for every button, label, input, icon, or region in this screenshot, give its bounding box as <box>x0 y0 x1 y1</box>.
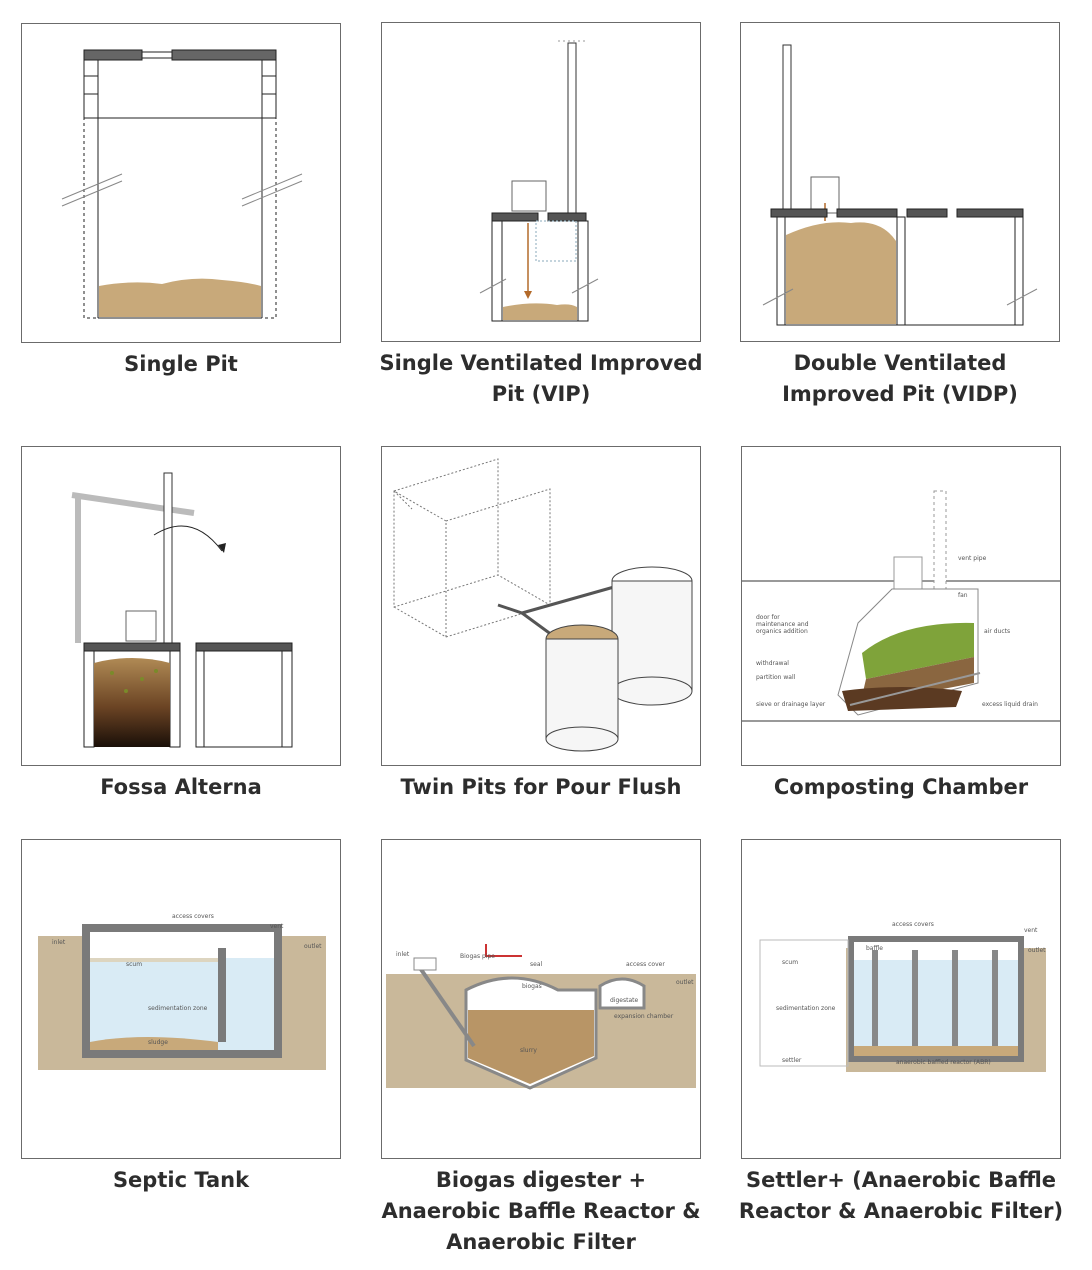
label-sedimentation-zone: sedimentation zone <box>148 1005 208 1012</box>
caption-line: Double Ventilated <box>793 351 1007 375</box>
caption-line: Twin Pits for Pour Flush <box>400 775 682 799</box>
label-expansion-chamber: expansion chamber <box>614 1013 674 1020</box>
septic-tank-drawing: access covers vent inlet outlet scum sed… <box>38 913 326 1070</box>
label-sieve: sieve or drainage layer <box>756 701 826 708</box>
biogas-digester-diagram: inlet Biogas pipe seal biogas access cov… <box>381 839 701 1159</box>
label-excess-liquid: excess liquid drain <box>982 701 1038 708</box>
label-biogas: biogas <box>522 983 542 990</box>
single-vip-drawing <box>479 40 599 322</box>
single-pit-drawing <box>61 49 303 319</box>
label-partition-wall: partition wall <box>756 674 796 681</box>
label-scum: scum <box>782 959 798 966</box>
label-door-3: organics addition <box>756 628 808 635</box>
label-access-covers: access covers <box>892 921 934 928</box>
label-vent-pipe: vent pipe <box>958 555 987 562</box>
label-air-ducts: air ducts <box>984 628 1010 635</box>
label-outlet: outlet <box>304 943 322 950</box>
single-vip-diagram <box>381 22 701 342</box>
double-vidp-drawing <box>762 44 1038 326</box>
label-door-1: door for <box>756 614 780 621</box>
label-access-covers: access covers <box>172 913 214 920</box>
label-biogas-pipe: Biogas pipe <box>460 953 495 960</box>
septic-tank-diagram: access covers vent inlet outlet scum sed… <box>21 839 341 1159</box>
caption-twin-pits: Twin Pits for Pour Flush <box>365 772 717 803</box>
label-sludge: sludge <box>148 1039 168 1046</box>
label-digestate: digestate <box>610 997 638 1004</box>
label-scum: scum <box>126 961 142 968</box>
label-slurry: slurry <box>520 1047 537 1054</box>
label-access-cover: access cover <box>626 961 665 968</box>
caption-single-vip: Single Ventilated Improved Pit (VIP) <box>365 348 717 410</box>
label-outlet: outlet <box>1028 947 1046 954</box>
settler-diagram: access covers baffle vent outlet scum se… <box>741 839 1061 1159</box>
caption-line: Settler+ (Anaerobic Baffle <box>746 1168 1056 1192</box>
caption-double-vidp: Double Ventilated Improved Pit (VIDP) <box>724 348 1076 410</box>
caption-composting-chamber: Composting Chamber <box>725 772 1077 803</box>
twin-pits-drawing <box>393 458 693 752</box>
label-withdrawal: withdrawal <box>756 660 789 667</box>
label-fan: fan <box>958 592 968 599</box>
settler-drawing: access covers baffle vent outlet scum se… <box>759 921 1046 1072</box>
caption-line: Septic Tank <box>112 1168 250 1192</box>
caption-septic-tank: Septic Tank <box>5 1165 357 1196</box>
label-abr: anaerobic baffled reactor (ABR) <box>896 1059 991 1066</box>
label-vent: vent <box>270 923 284 930</box>
label-inlet: inlet <box>52 939 66 946</box>
label-sedimentation-zone: sedimentation zone <box>776 1005 836 1012</box>
fossa-alterna-diagram <box>21 446 341 766</box>
caption-single-pit: Single Pit <box>5 349 357 380</box>
caption-line: Improved Pit (VIDP) <box>782 382 1018 406</box>
label-baffle: baffle <box>866 945 883 952</box>
caption-line: Pit (VIP) <box>491 382 591 406</box>
double-vidp-diagram <box>740 22 1060 342</box>
composting-chamber-diagram: vent pipe fan door for maintenance and o… <box>741 446 1061 766</box>
label-outlet: outlet <box>676 979 694 986</box>
caption-line: Anaerobic Filter <box>446 1230 636 1254</box>
label-inlet: inlet <box>396 951 410 958</box>
caption-biogas-digester: Biogas digester + Anaerobic Baffle React… <box>365 1165 717 1258</box>
caption-line: Single Pit <box>124 352 238 376</box>
caption-line: Composting Chamber <box>773 775 1029 799</box>
caption-line: Fossa Alterna <box>100 775 262 799</box>
label-vent: vent <box>1024 927 1038 934</box>
label-door-2: maintenance and <box>756 621 809 628</box>
caption-line: Anaerobic Baffle Reactor & <box>381 1199 701 1223</box>
label-seal: seal <box>530 961 542 968</box>
fossa-alterna-drawing <box>71 472 293 748</box>
composting-chamber-drawing: vent pipe fan door for maintenance and o… <box>742 490 1060 722</box>
label-settler: settler <box>782 1057 802 1064</box>
caption-fossa-alterna: Fossa Alterna <box>5 772 357 803</box>
caption-settler: Settler+ (Anaerobic Baffle Reactor & Ana… <box>725 1165 1077 1227</box>
caption-line: Single Ventilated Improved <box>379 351 703 375</box>
twin-pits-diagram <box>381 446 701 766</box>
caption-line: Reactor & Anaerobic Filter) <box>738 1199 1064 1223</box>
caption-line: Biogas digester + <box>435 1168 647 1192</box>
single-pit-diagram <box>21 23 341 343</box>
biogas-digester-drawing: inlet Biogas pipe seal biogas access cov… <box>386 944 696 1090</box>
